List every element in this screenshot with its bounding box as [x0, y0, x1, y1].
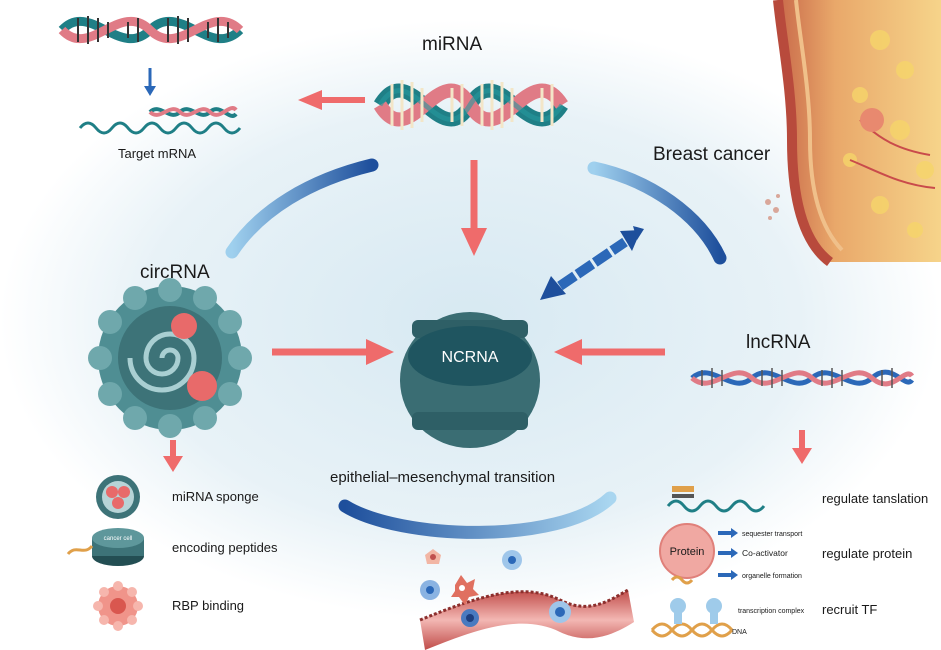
- emt-vessel-illustration: [419, 549, 634, 650]
- mesenchymal-cell-icon: [425, 549, 479, 605]
- lncrna-to-ncrna-arrow: [554, 339, 665, 365]
- lncrna-function-item: recruit TF: [822, 602, 877, 617]
- mirna-to-ncrna-arrow: [461, 160, 487, 256]
- cancer-cell-icon: cancer cell: [66, 528, 144, 566]
- mirna-title: miRNA: [422, 34, 482, 55]
- transcription-factor-icon: [650, 598, 734, 638]
- mirna-to-target-arrow: [298, 90, 365, 110]
- circrna-function-list: miRNA sponge cancer cell encoding peptid…: [66, 475, 278, 631]
- target-mrna-label: Target mRNA: [118, 146, 196, 161]
- ncrna-center-shape: NCRNA: [400, 312, 540, 448]
- protein-arrow-label: sequester transport: [742, 531, 802, 538]
- ncrna-breast-cancer-double-arrow: [540, 226, 644, 300]
- ncrna-label: NCRNA: [442, 349, 499, 366]
- bottom-arc: [338, 491, 617, 539]
- translation-strand-icon: [666, 486, 766, 513]
- circrna-function-item: RBP binding: [172, 598, 244, 613]
- breast-illustration-icon: [765, 0, 941, 267]
- circrna-function-item: encoding peptides: [172, 540, 278, 555]
- circrna-down-arrow: [163, 440, 183, 472]
- circrna-function-item: miRNA sponge: [172, 489, 259, 504]
- cancer-cell-label: cancer cell: [104, 536, 133, 542]
- emt-title: epithelial–mesenchymal transition: [330, 469, 555, 486]
- lncrna-down-arrow: [792, 430, 812, 464]
- dna-label: DNA: [732, 629, 747, 636]
- dna-helix-icon: [58, 16, 244, 44]
- mirna-sponge-icon: [96, 475, 140, 519]
- lncrna-function-item: regulate tanslation: [822, 491, 928, 506]
- mirna-mechanism-illustration: Target mRNA: [58, 16, 244, 161]
- right-upper-arc: [587, 161, 727, 265]
- mirna-helix-icon: [374, 80, 568, 130]
- protein-arrow-list: sequester transport Co-activator organel…: [718, 528, 802, 580]
- protein-label: Protein: [670, 546, 705, 558]
- lncrna-helix-icon: [690, 368, 915, 388]
- mrna-strand-icon: [78, 106, 242, 135]
- protein-arrow-label: Co-activator: [742, 548, 788, 558]
- left-upper-arc: [225, 158, 379, 259]
- lncrna-function-item: regulate protein: [822, 546, 912, 561]
- transcription-complex-label: transcription complex: [738, 608, 805, 615]
- down-arrow-icon: [144, 68, 156, 96]
- lncrna-title: lncRNA: [746, 332, 811, 353]
- circrna-to-ncrna-arrow: [272, 339, 394, 365]
- protein-arrow-label: organelle formation: [742, 573, 802, 580]
- lncrna-function-list: regulate tanslation Protein sequester tr…: [650, 486, 928, 638]
- protein-icon: Protein: [659, 523, 715, 585]
- circrna-title: circRNA: [140, 262, 210, 283]
- breast-cancer-title: Breast cancer: [653, 144, 771, 165]
- rbp-binding-icon: [93, 581, 143, 631]
- circrna-structure-icon: [88, 278, 252, 438]
